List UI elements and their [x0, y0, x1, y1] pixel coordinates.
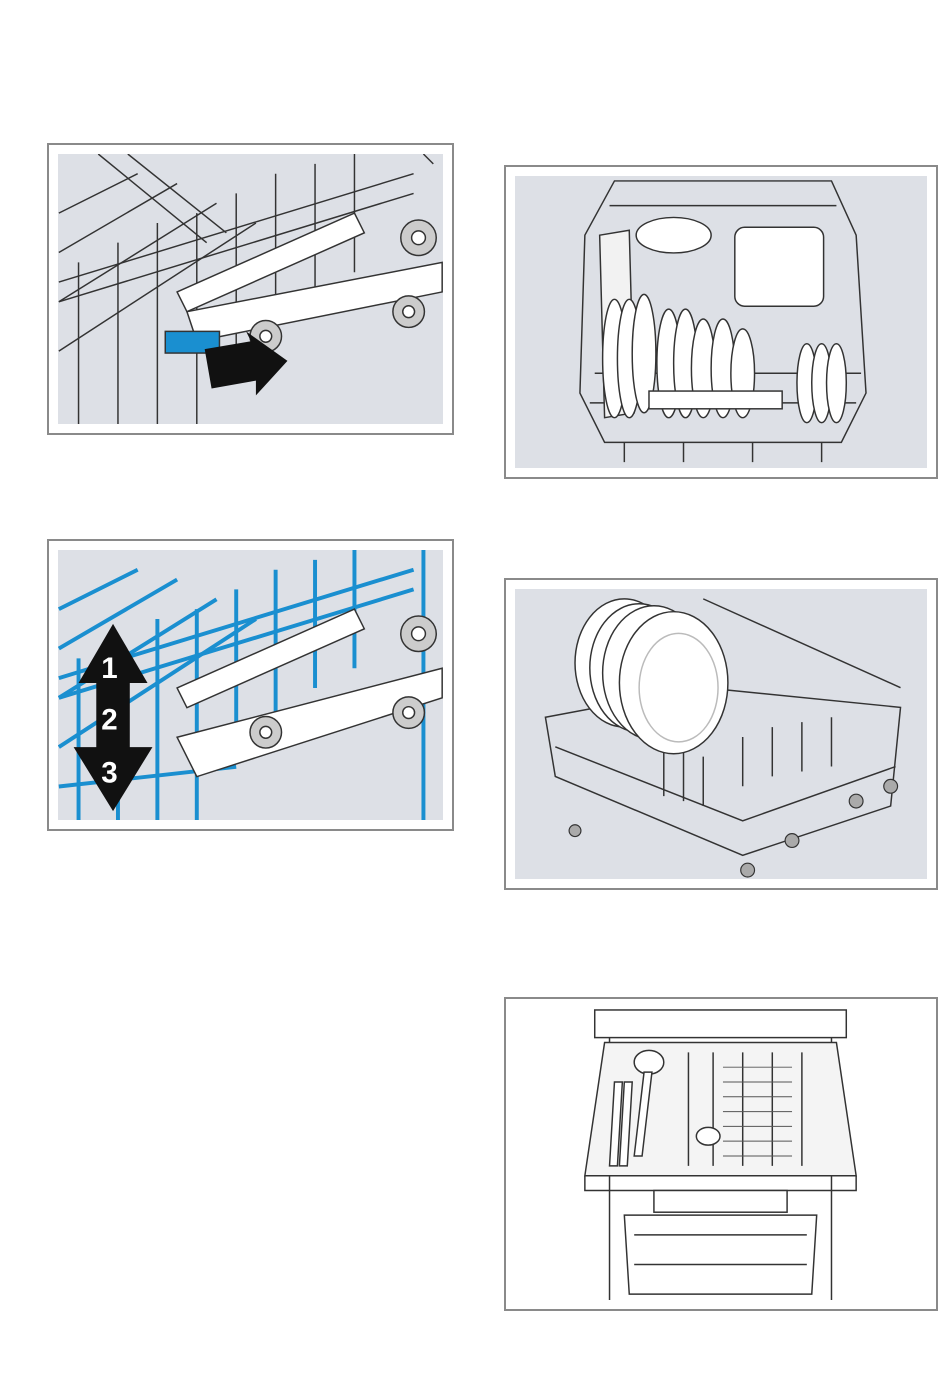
figure-upper-basket-loaded	[504, 165, 938, 479]
cutlery-drawer-illustration	[584, 1009, 858, 1300]
lower-basket-illustration	[544, 598, 902, 878]
illustration-panel	[58, 154, 443, 424]
up-down-arrow-icon	[73, 623, 153, 812]
height-level-1: 1	[101, 652, 117, 685]
rack-height-illustration: 1 2 3	[58, 550, 443, 820]
height-level-3: 3	[101, 757, 117, 790]
illustration-panel	[515, 1008, 927, 1300]
illustration-panel	[515, 589, 927, 879]
figure-rack-release-lever	[47, 143, 454, 435]
rack-lever-illustration	[58, 154, 443, 424]
illustration-panel	[515, 176, 927, 468]
figure-rack-height-adjust: 1 2 3	[47, 539, 454, 831]
illustration-panel: 1 2 3	[58, 550, 443, 820]
height-level-2: 2	[101, 703, 117, 736]
upper-basket-illustration	[579, 180, 867, 463]
figure-lower-basket-plates	[504, 578, 938, 890]
figure-cutlery-drawer	[504, 997, 938, 1311]
